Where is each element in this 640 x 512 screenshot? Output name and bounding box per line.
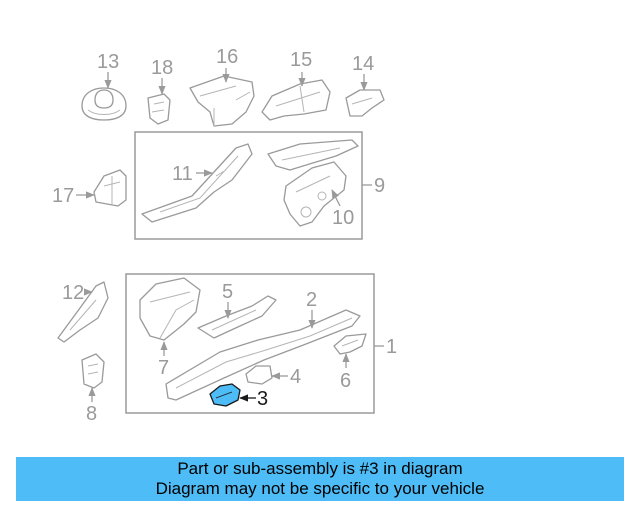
callout-17: 17 xyxy=(52,185,74,207)
banner-line-1: Part or sub-assembly is #3 in diagram xyxy=(177,459,463,478)
part-10-wheelhouse[interactable] xyxy=(283,161,347,227)
callout-11: 11 xyxy=(172,163,193,185)
part-2-frame-rail[interactable] xyxy=(165,309,361,401)
callout-2: 2 xyxy=(306,289,317,311)
part-15-rail[interactable] xyxy=(261,79,331,121)
callout-10: 10 xyxy=(332,207,354,229)
callout-15: 15 xyxy=(290,49,312,71)
callout-8: 8 xyxy=(86,403,97,425)
part-13-mount[interactable] xyxy=(81,87,127,121)
part-inner-rail[interactable] xyxy=(267,139,359,171)
part-18-bracket[interactable] xyxy=(147,93,171,125)
assembly-box-1 xyxy=(125,273,375,414)
callout-13: 13 xyxy=(97,51,119,73)
callout-16: 16 xyxy=(216,46,238,68)
part-3-highlighted[interactable] xyxy=(209,383,241,407)
callout-1: 1 xyxy=(386,336,397,358)
part-14-bracket[interactable] xyxy=(345,89,385,117)
callout-12: 12 xyxy=(62,282,84,304)
callout-5: 5 xyxy=(222,281,233,303)
part-4-bracket[interactable] xyxy=(245,365,273,385)
part-16-bracket[interactable] xyxy=(189,75,255,127)
part-7-apron[interactable] xyxy=(139,277,201,341)
callout-6: 6 xyxy=(340,370,351,392)
callout-14: 14 xyxy=(352,53,374,75)
part-5-bracket[interactable] xyxy=(197,295,277,339)
part-8-bracket[interactable] xyxy=(81,353,105,389)
part-12-pillar[interactable] xyxy=(57,281,109,343)
parts-diagram: 13 18 16 15 14 9 11 xyxy=(52,46,397,425)
callout-3: 3 xyxy=(257,388,268,410)
callout-9: 9 xyxy=(374,175,385,197)
part-17-panel[interactable] xyxy=(93,169,127,207)
callout-18: 18 xyxy=(151,57,173,79)
callout-7: 7 xyxy=(158,357,169,379)
callout-4: 4 xyxy=(290,366,301,388)
part-11-rail[interactable] xyxy=(141,143,253,223)
info-banner: Part or sub-assembly is #3 in diagram Di… xyxy=(16,457,624,501)
part-6-bracket[interactable] xyxy=(333,333,367,355)
banner-line-2: Diagram may not be specific to your vehi… xyxy=(155,479,485,498)
